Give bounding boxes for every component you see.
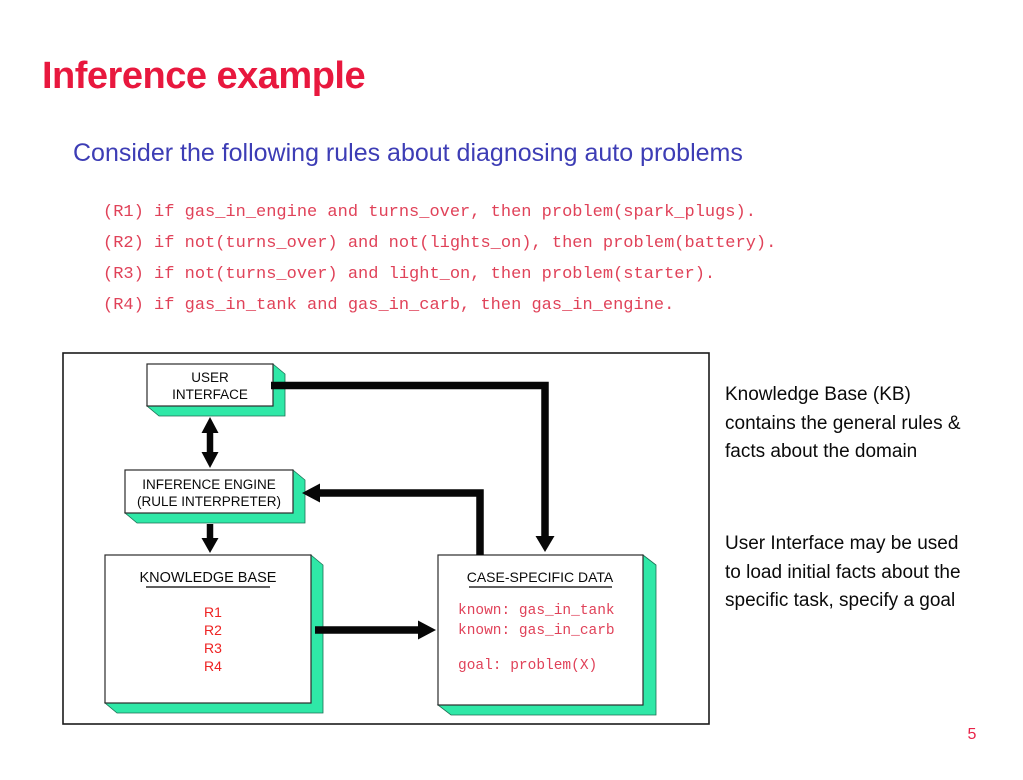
- user-interface-rect: [146, 363, 274, 407]
- arrow-kb-to-csd-head: [418, 620, 436, 640]
- csd-goal-line: goal: problem(X): [458, 658, 597, 674]
- kb-rule-r4: R4: [204, 658, 222, 674]
- ui-annotation-line3: specific task, specify a goal: [725, 590, 956, 611]
- case-specific-data-title: CASE-SPECIFIC DATA: [467, 569, 614, 585]
- kb-annotation: Knowledge Base (KB) contains the general…: [725, 381, 1000, 467]
- architecture-diagram: USER INTERFACE INFERENCE ENGINE (RULE IN…: [62, 352, 710, 725]
- arrow-csd-to-ie: [302, 483, 484, 555]
- arrow-ui-ie-head-down: [201, 452, 219, 468]
- knowledge-base-box: KNOWLEDGE BASE R1 R2 R3 R4: [103, 554, 324, 714]
- inference-engine-label-line1: INFERENCE ENGINE: [142, 477, 276, 492]
- slide-subtitle: Consider the following rules about diagn…: [73, 139, 743, 167]
- rules-block: (R1) if gas_in_engine and turns_over, th…: [103, 197, 776, 321]
- arrow-ui-ie-head-up: [201, 417, 219, 433]
- arrow-ui-to-csd-head: [535, 536, 555, 552]
- rule-r3: (R3) if not(turns_over) and light_on, th…: [103, 265, 716, 284]
- case-specific-data-box: CASE-SPECIFIC DATA known: gas_in_tank kn…: [436, 554, 657, 716]
- ui-annotation-line2: to load initial facts about the: [725, 561, 961, 583]
- csd-known-line1: known: gas_in_tank: [458, 603, 615, 619]
- knowledge-base-title: KNOWLEDGE BASE: [140, 570, 277, 586]
- arrow-csd-to-ie-shaft: [319, 489, 484, 555]
- slide-title: Inference example: [42, 55, 366, 97]
- inference-engine-rect: [124, 469, 294, 514]
- page-number: 5: [967, 726, 977, 743]
- arrow-ui-to-csd-shaft: [271, 381, 549, 537]
- arrow-ie-to-kb: [201, 524, 219, 553]
- rule-r2: (R2) if not(turns_over) and not(lights_o…: [103, 234, 777, 253]
- kb-annotation-line1: Knowledge Base (KB): [725, 384, 911, 405]
- kb-annotation-line3: facts about the domain: [725, 441, 918, 462]
- csd-known-line2: known: gas_in_carb: [458, 623, 615, 639]
- user-interface-label-line1: USER: [191, 370, 229, 385]
- arrow-ie-to-kb-head: [201, 538, 219, 553]
- rule-r1: (R1) if gas_in_engine and turns_over, th…: [103, 203, 756, 222]
- kb-annotation-line2: contains the general rules &: [725, 412, 961, 434]
- user-interface-label-line2: INTERFACE: [172, 387, 248, 402]
- rule-r4: (R4) if gas_in_tank and gas_in_carb, the…: [103, 296, 675, 315]
- inference-engine-box: INFERENCE ENGINE (RULE INTERPRETER): [123, 469, 306, 524]
- case-specific-data-rect: [437, 554, 644, 706]
- arrow-ui-ie-double: [201, 417, 219, 468]
- kb-rule-r1: R1: [204, 604, 222, 620]
- ui-annotation-line1: User Interface may be used: [725, 533, 959, 554]
- kb-rule-r2: R2: [204, 622, 222, 638]
- user-interface-box: USER INTERFACE: [145, 363, 286, 417]
- arrow-ui-to-csd: [271, 381, 555, 552]
- knowledge-base-rect: [104, 554, 312, 704]
- arrow-csd-to-ie-head: [302, 483, 320, 503]
- arrow-kb-to-csd: [315, 620, 436, 640]
- kb-rule-r3: R3: [204, 640, 222, 656]
- ui-annotation: User Interface may be used to load initi…: [725, 530, 1000, 616]
- inference-engine-label-line2: (RULE INTERPRETER): [137, 494, 281, 509]
